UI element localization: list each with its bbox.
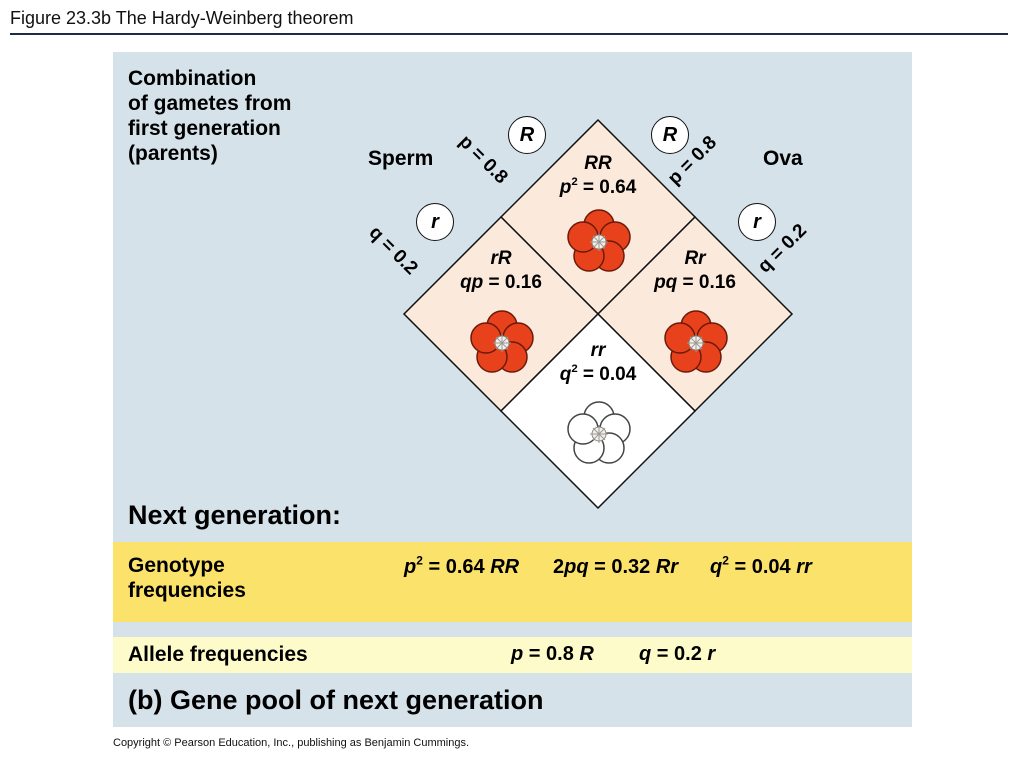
cell-left-text: rR qp = 0.16 [421,247,581,295]
cell-bottom-freq-sup: 2 [571,363,578,376]
genotype-freq-Rr-var: pq [564,556,589,578]
ova-allele-R: R [662,123,678,146]
cell-top-freq-val: = 0.64 [577,177,637,198]
ova-label: Ova [763,147,803,170]
flower-icon-right [664,310,728,373]
genotype-freq-Rr: 2pq = 0.32 Rr [553,556,678,579]
copyright-notice: Copyright © Pearson Education, Inc., pub… [113,737,470,749]
sperm-allele-R-circle: R [508,116,546,154]
sperm-label: Sperm [368,147,434,170]
genotype-freq-Rr-pre: 2 [553,556,565,578]
genotype-freq-Rr-val: = 0.32 [588,556,656,578]
sperm-allele-R: R [519,123,535,146]
genotype-freq-RR: p2 = 0.64 RR [404,553,520,579]
genotype-freq-Rr-geno: Rr [655,556,679,578]
cell-right-freq-val: = 0.16 [677,272,736,293]
cell-left-genotype: rR [490,248,512,269]
allele-frequencies-band: Allele frequencies p = 0.8 R q = 0.2 r [113,637,912,673]
flower-petals [567,209,631,272]
ova-allele-R-circle: R [651,116,689,154]
genotype-freq-rr-geno: rr [796,556,812,578]
cell-bottom-text: rr q2 = 0.04 [518,339,678,387]
allele-freq-p-allele: R [579,643,594,665]
slide-title: Figure 23.3b The Hardy-Weinberg theorem [10,8,354,28]
combination-label-line-1: Combination [128,67,257,90]
ova-allele-r-circle: r [738,203,776,241]
allele-freq-p: p = 0.8 R [511,643,594,666]
allele-freq-p-var: p [511,643,524,665]
flower-icon-bottom [567,401,631,464]
flower-petals [470,310,534,373]
flower-icon-left [470,310,534,373]
sperm-allele-r-circle: r [416,203,454,241]
cell-bottom-freq-var: q [559,364,572,385]
combination-label-line-4: (parents) [128,142,218,165]
cell-top-freq-var: p [559,177,572,198]
genotype-frequencies-band: Genotype frequencies p2 = 0.64 RR 2pq = … [113,542,912,622]
cell-top-freq-sup: 2 [571,176,578,189]
genotype-freq-RR-geno: RR [490,556,520,578]
flower-icon-top [567,209,631,272]
genotype-freq-rr-var: q [710,556,723,578]
genotype-freq-RR-val: = 0.64 [422,556,491,578]
combination-label-line-3: first generation [128,117,281,140]
allele-freq-p-val: = 0.8 [523,643,580,665]
genotype-label-line-1: Genotype [128,554,225,577]
allele-frequencies-label: Allele frequencies [128,643,308,666]
cell-top-text: RR p2 = 0.64 [518,152,678,200]
genotype-freq-rr-val: = 0.04 [728,556,797,578]
figure-panel: Combination of gametes from first genera… [113,52,912,727]
genotype-freq-rr-sup: 2 [722,553,729,568]
cell-left-freq-val: = 0.16 [483,272,542,293]
allele-freq-q: q = 0.2 r [639,643,715,666]
cell-bottom-freq-val: = 0.04 [577,364,637,385]
cell-right-genotype: Rr [684,248,706,269]
combination-label: Combination of gametes from first genera… [128,66,291,166]
next-generation-label: Next generation: [128,500,342,530]
allele-freq-q-val: = 0.2 [651,643,708,665]
allele-freq-q-allele: r [707,643,716,665]
flower-petals [567,401,631,464]
combination-label-line-2: of gametes from [128,92,292,115]
genotype-frequencies-label: Genotype frequencies [128,553,246,603]
cell-left-freq-var: qp [460,272,484,293]
gene-pool-caption: (b) Gene pool of next generation [128,685,544,715]
title-rule [10,33,1008,35]
allele-freq-q-var: q [639,643,652,665]
cell-bottom-genotype: rr [590,340,606,361]
genotype-freq-RR-sup: 2 [416,553,423,568]
genotype-freq-RR-var: p [404,556,417,578]
sperm-allele-r: r [431,210,439,233]
cell-top-genotype: RR [584,153,612,174]
genotype-label-line-2: frequencies [128,579,246,602]
cell-right-freq-var: pq [654,272,678,293]
cell-right-text: Rr pq = 0.16 [615,247,775,295]
ova-allele-r: r [753,210,761,233]
genotype-freq-rr: q2 = 0.04 rr [710,553,812,579]
